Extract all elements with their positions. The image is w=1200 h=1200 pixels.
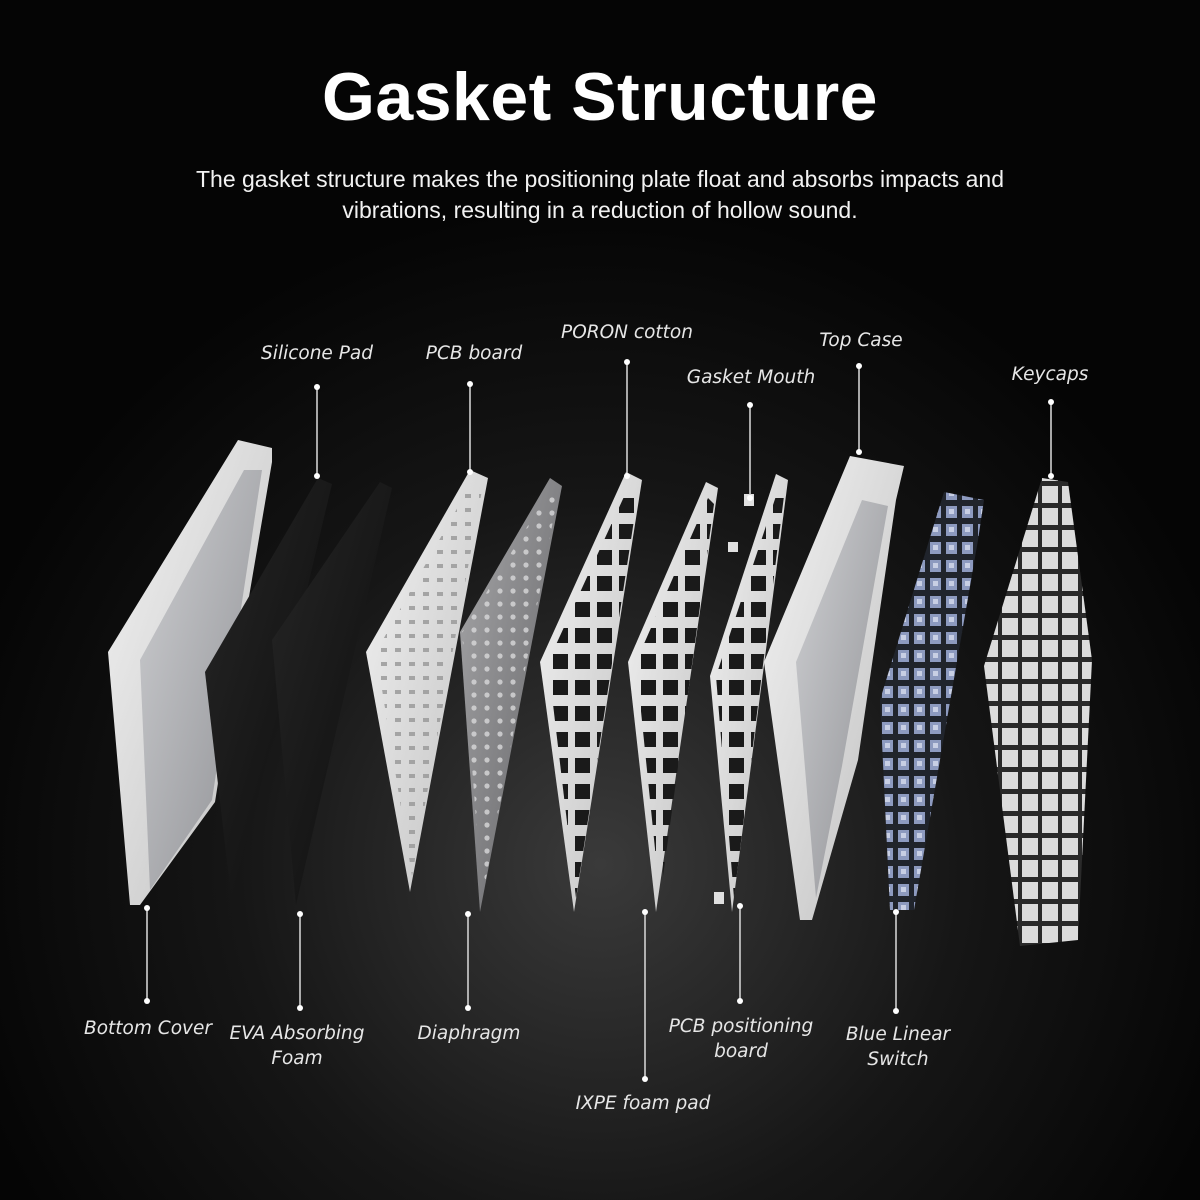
label-blue-linear-switch: Blue Linear Switch xyxy=(845,1024,951,1070)
page-subtitle: The gasket structure makes the positioni… xyxy=(170,164,1030,226)
label-pcb-positioning-board: PCB positioning board xyxy=(668,1016,814,1062)
label-keycaps: Keycaps xyxy=(1011,364,1089,385)
page-title: Gasket Structure xyxy=(322,59,878,135)
label-silicone-pad: Silicone Pad xyxy=(261,343,373,364)
label-top-case: Top Case xyxy=(819,330,903,351)
label-ixpe-foam-pad: IXPE foam pad xyxy=(575,1093,711,1114)
label-poron-cotton: PORON cotton xyxy=(561,322,693,343)
subtitle-line-2: vibrations, resulting in a reduction of … xyxy=(342,197,858,223)
label-gasket-mouth: Gasket Mouth xyxy=(686,367,816,388)
subtitle-line-1: The gasket structure makes the positioni… xyxy=(195,166,1004,192)
label-bottom-cover: Bottom Cover xyxy=(84,1018,212,1039)
label-diaphragm: Diaphragm xyxy=(417,1023,521,1044)
label-eva-absorbing-foam: EVA Absorbing Foam xyxy=(229,1023,365,1069)
label-pcb-board: PCB board xyxy=(425,343,523,364)
